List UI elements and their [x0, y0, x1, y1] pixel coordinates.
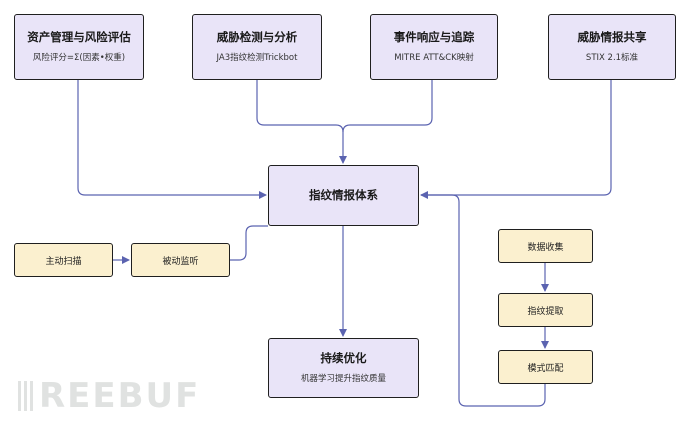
node-threat-detect-subtitle: JA3指纹检测Trickbot: [216, 52, 298, 63]
node-fingerprint-extract[interactable]: 指纹提取: [498, 293, 593, 327]
node-continuous[interactable]: 持续优化 机器学习提升指纹质量: [268, 338, 419, 398]
node-asset-risk-title: 资产管理与风险评估: [27, 30, 131, 45]
edge-threat-to-core: [256, 80, 347, 164]
node-incident-title: 事件响应与追踪: [393, 30, 475, 45]
watermark-logo-icon: [18, 381, 33, 411]
node-asset-risk[interactable]: 资产管理与风险评估 风险评分=Σ(因素•权重): [14, 14, 144, 80]
node-threat-detect[interactable]: 威胁检测与分析 JA3指纹检测Trickbot: [192, 14, 322, 80]
edge-intel-to-core: [420, 80, 612, 199]
node-pattern-match[interactable]: 模式匹配: [498, 350, 593, 384]
node-data-collect[interactable]: 数据收集: [498, 229, 593, 263]
node-intel-share-title: 威胁情报共享: [577, 30, 647, 45]
node-active-scan-label: 主动扫描: [45, 256, 82, 267]
node-continuous-subtitle: 机器学习提升指纹质量: [300, 373, 386, 384]
watermark-text: REEBUF: [39, 376, 201, 416]
node-incident[interactable]: 事件响应与追踪 MITRE ATT&CK映射: [370, 14, 498, 80]
node-core-title: 指纹情报体系: [309, 187, 378, 202]
node-data-collect-label: 数据收集: [527, 242, 564, 253]
node-incident-subtitle: MITRE ATT&CK映射: [394, 52, 474, 63]
node-core[interactable]: 指纹情报体系: [268, 165, 419, 226]
node-asset-risk-subtitle: 风险评分=Σ(因素•权重): [32, 52, 126, 63]
node-intel-share[interactable]: 威胁情报共享 STIX 2.1标准: [548, 14, 676, 80]
edge-asset-to-core: [77, 80, 267, 199]
edge-incident-to-core: [342, 80, 433, 133]
node-pattern-match-label: 模式匹配: [527, 363, 564, 374]
node-intel-share-subtitle: STIX 2.1标准: [585, 52, 639, 63]
edge-match-to-core: [421, 194, 546, 407]
node-active-scan[interactable]: 主动扫描: [14, 243, 113, 277]
node-passive-monitor-label: 被动监听: [162, 256, 199, 267]
node-continuous-title: 持续优化: [320, 351, 367, 366]
node-threat-detect-title: 威胁检测与分析: [216, 30, 298, 45]
watermark: REEBUF: [18, 376, 200, 416]
node-fingerprint-extract-label: 指纹提取: [527, 306, 564, 317]
edge-passive-to-core: [230, 225, 268, 261]
node-passive-monitor[interactable]: 被动监听: [131, 243, 230, 277]
